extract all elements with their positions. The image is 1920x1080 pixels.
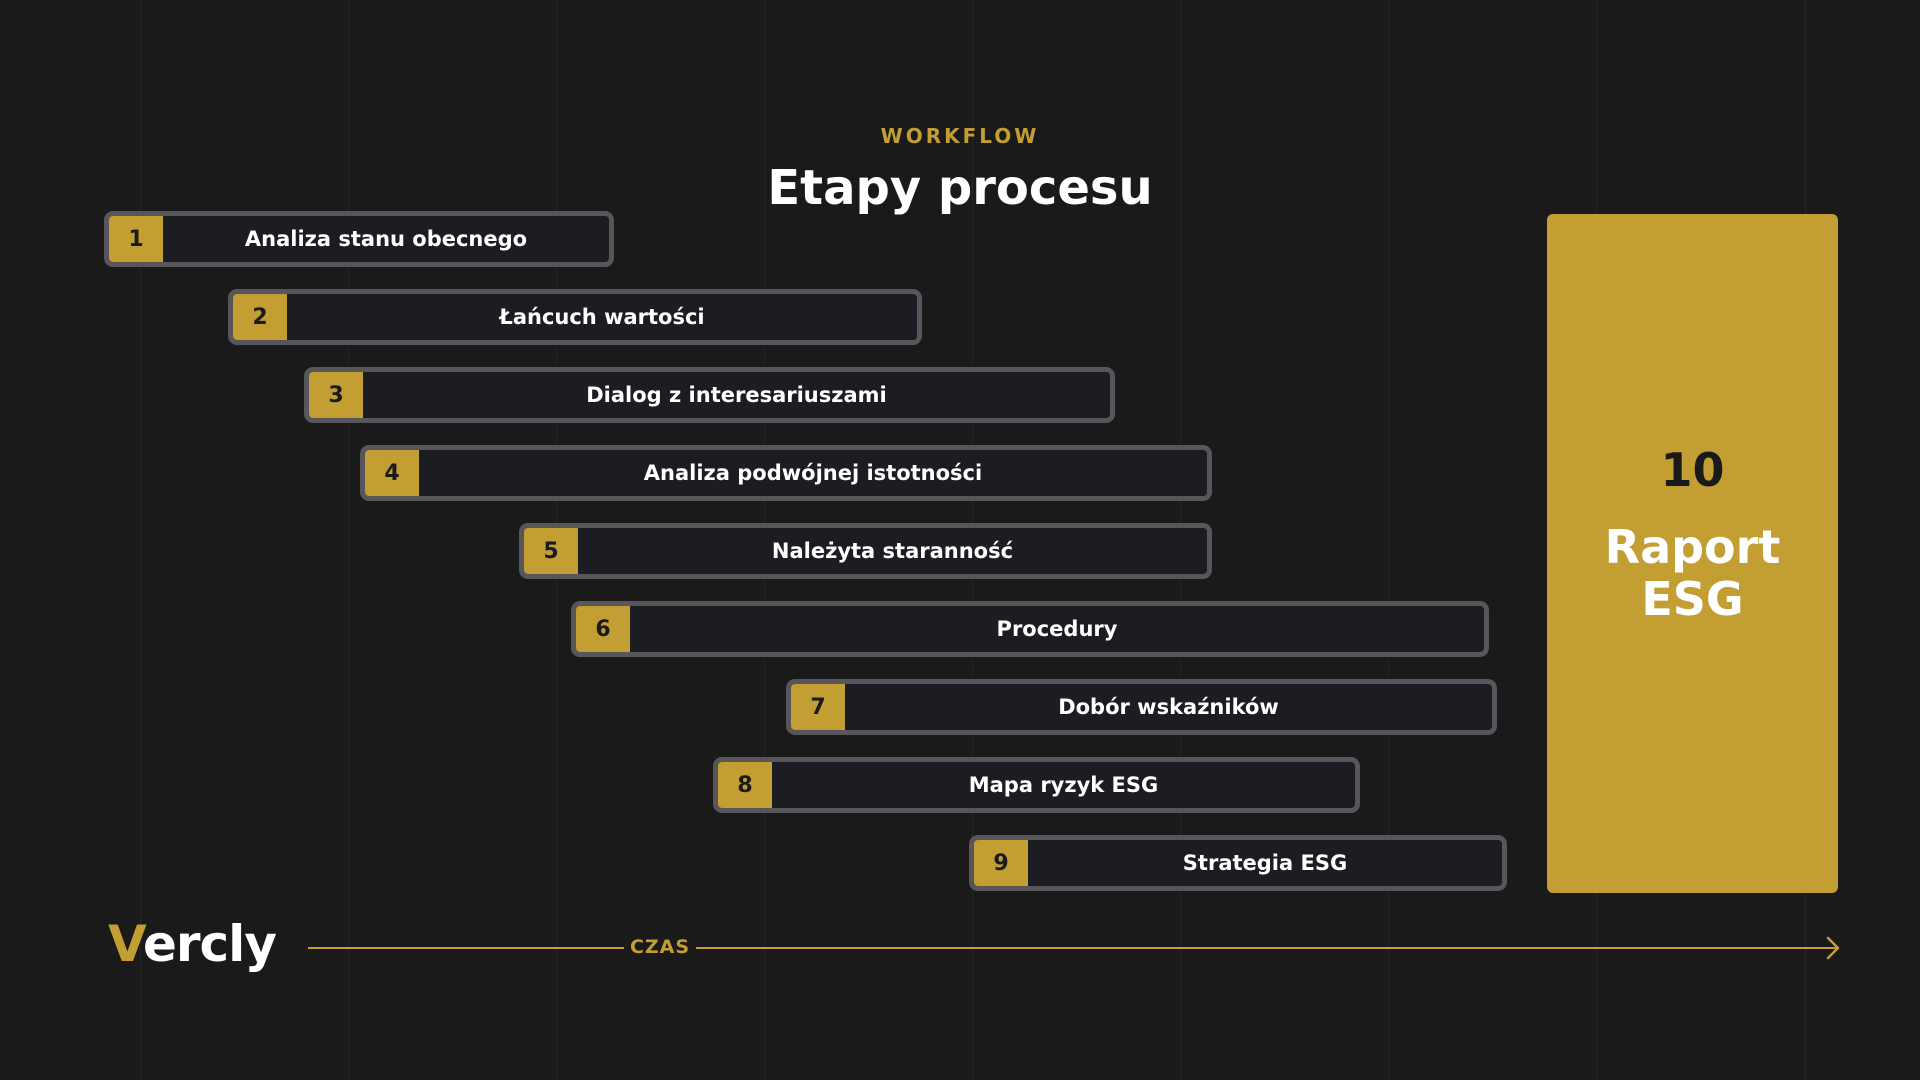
stage-label: Procedury: [996, 617, 1118, 641]
stage-number: 8: [718, 762, 772, 808]
stage-number: 2: [233, 294, 287, 340]
time-axis-line: [308, 947, 624, 949]
stage-label: Dialog z interesariuszami: [586, 383, 887, 407]
stage-label: Analiza stanu obecnego: [244, 227, 528, 251]
time-axis-line: [696, 947, 1838, 949]
final-stage-box: 10 Raport ESG: [1547, 214, 1838, 893]
grid-line: [348, 0, 349, 1080]
stage-bar-9: 9 Strategia ESG: [969, 835, 1507, 891]
stage-number: 1: [109, 216, 163, 262]
time-axis-label: CZAS: [629, 936, 691, 958]
stage-number: 3: [309, 372, 363, 418]
stage-label: Należyta staranność: [771, 539, 1014, 563]
section-eyebrow: WORKFLOW: [880, 124, 1040, 148]
stage-label: Analiza podwójnej istotności: [643, 461, 983, 485]
logo-wordmark: ercly: [142, 915, 277, 973]
vercly-logo: Vercly: [108, 915, 277, 973]
stage-label: Mapa ryzyk ESG: [968, 773, 1159, 797]
stage-bar-8: 8 Mapa ryzyk ESG: [713, 757, 1360, 813]
page-title: Etapy procesu: [767, 160, 1153, 216]
stage-bar-7: 7 Dobór wskaźników: [786, 679, 1497, 735]
stage-bar-5: 5 Należyta staranność: [519, 523, 1212, 579]
stage-number: 6: [576, 606, 630, 652]
stage-label: Dobór wskaźników: [1058, 695, 1279, 719]
final-stage-number: 10: [1660, 442, 1725, 497]
grid-line: [1388, 0, 1389, 1080]
stage-bar-1: 1 Analiza stanu obecnego: [104, 211, 614, 267]
final-stage-label: Raport ESG: [1604, 519, 1781, 626]
stage-label: Strategia ESG: [1182, 851, 1348, 875]
stage-number: 9: [974, 840, 1028, 886]
stage-bar-6: 6 Procedury: [571, 601, 1489, 657]
stage-bar-3: 3 Dialog z interesariuszami: [304, 367, 1115, 423]
stage-number: 7: [791, 684, 845, 730]
arrow-right-icon: [1826, 936, 1840, 960]
stage-label: Łańcuch wartości: [499, 305, 705, 329]
stage-number: 4: [365, 450, 419, 496]
grid-line: [140, 0, 141, 1080]
logo-accent-letter: V: [108, 915, 144, 973]
stage-bar-2: 2 Łańcuch wartości: [228, 289, 922, 345]
stage-number: 5: [524, 528, 578, 574]
stage-bar-4: 4 Analiza podwójnej istotności: [360, 445, 1212, 501]
